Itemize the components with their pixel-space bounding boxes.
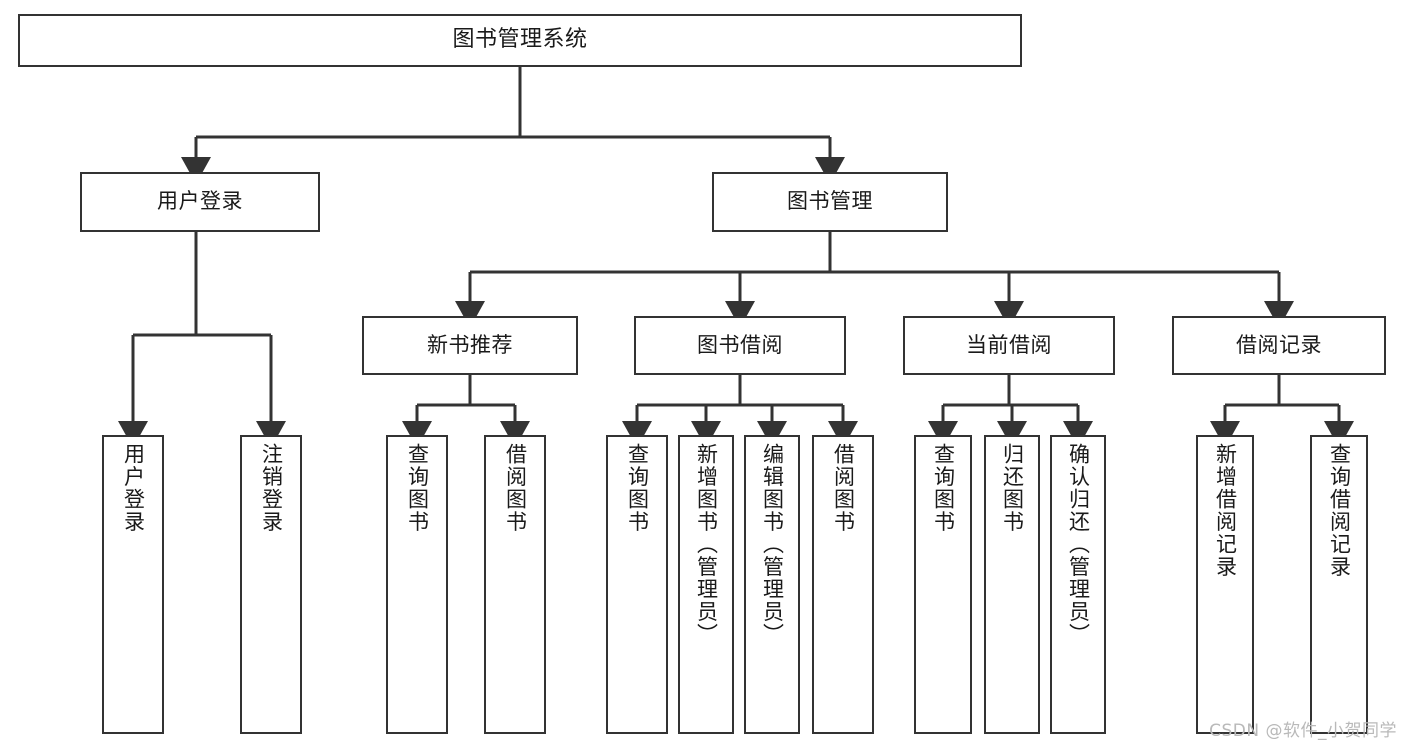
node-label: 查询图书	[405, 443, 430, 533]
node-leaf-user-login[interactable]: 用户登录	[102, 435, 164, 734]
node-label: 编辑图书（管理员）	[760, 443, 785, 646]
node-label: 图书管理系统	[452, 27, 588, 53]
node-borrow-record[interactable]: 借阅记录	[1172, 316, 1386, 375]
node-leaf-add-book-admin[interactable]: 新增图书（管理员）	[678, 435, 734, 734]
node-label: 查询图书	[625, 443, 650, 533]
node-current-borrow[interactable]: 当前借阅	[903, 316, 1115, 375]
node-label: 新增图书（管理员）	[694, 443, 719, 646]
node-leaf-user-logout[interactable]: 注销登录	[240, 435, 302, 734]
node-root-book-management-system[interactable]: 图书管理系统	[18, 14, 1022, 67]
watermark: CSDN @软件_小贺同学	[1209, 721, 1397, 741]
node-leaf-query-book-borrow[interactable]: 查询图书	[606, 435, 668, 734]
node-leaf-query-book-current[interactable]: 查询图书	[914, 435, 972, 734]
node-leaf-query-borrow-record[interactable]: 查询借阅记录	[1310, 435, 1368, 734]
node-label: 新增借阅记录	[1213, 443, 1238, 578]
node-book-borrow[interactable]: 图书借阅	[634, 316, 846, 375]
node-label: 借阅记录	[1236, 332, 1322, 357]
node-label: 当前借阅	[966, 332, 1052, 357]
node-leaf-confirm-return-admin[interactable]: 确认归还（管理员）	[1050, 435, 1106, 734]
node-label: 注销登录	[259, 443, 284, 533]
node-label: 图书管理	[787, 189, 873, 214]
node-label: 图书借阅	[697, 332, 783, 357]
node-label: 新书推荐	[427, 332, 513, 357]
node-leaf-borrow-book-borrow[interactable]: 借阅图书	[812, 435, 874, 734]
node-label: 查询借阅记录	[1327, 443, 1352, 578]
node-label: 确认归还（管理员）	[1066, 443, 1091, 646]
node-label: 归还图书	[1000, 443, 1025, 533]
node-book-management[interactable]: 图书管理	[712, 172, 948, 232]
node-label: 借阅图书	[831, 443, 856, 533]
node-label: 用户登录	[121, 443, 146, 533]
node-leaf-edit-book-admin[interactable]: 编辑图书（管理员）	[744, 435, 800, 734]
node-leaf-add-borrow-record[interactable]: 新增借阅记录	[1196, 435, 1254, 734]
node-label: 借阅图书	[503, 443, 528, 533]
node-new-book-recommend[interactable]: 新书推荐	[362, 316, 578, 375]
node-leaf-return-book[interactable]: 归还图书	[984, 435, 1040, 734]
node-label: 查询图书	[931, 443, 956, 533]
node-user-login[interactable]: 用户登录	[80, 172, 320, 232]
node-label: 用户登录	[157, 189, 243, 214]
node-leaf-borrow-book-recommend[interactable]: 借阅图书	[484, 435, 546, 734]
node-leaf-query-book-recommend[interactable]: 查询图书	[386, 435, 448, 734]
